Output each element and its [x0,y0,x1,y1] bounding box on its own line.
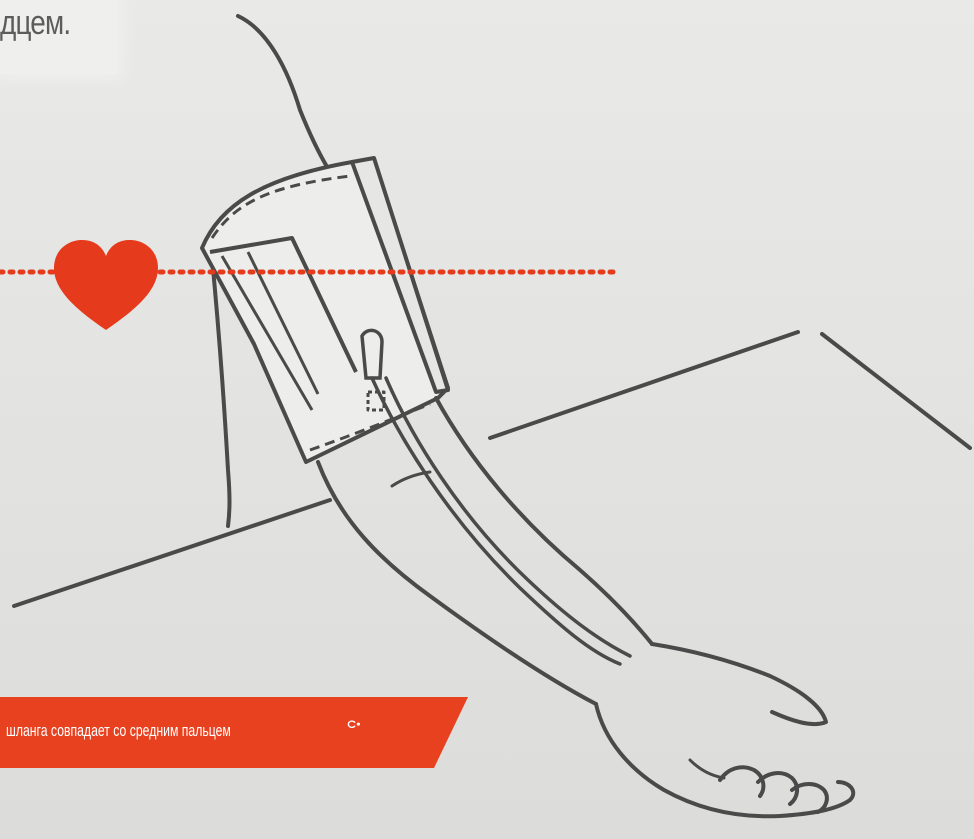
elbow-crease [392,472,430,486]
instruction-banner-text: шланга совпадает со средним пальцем [6,721,231,741]
hose-line-2 [386,378,630,656]
hand-back [652,644,826,724]
palm-contour [596,704,853,816]
heart-icon [54,240,158,330]
table-lines [14,332,970,606]
table-front-edge [14,500,330,606]
shoulder-line [238,16,334,178]
palm-crease [690,760,724,778]
upper-arm-back-line [212,258,230,526]
hose-line-1 [372,378,620,664]
forearm-upper-line [436,398,652,644]
blood-pressure-cuff [202,158,448,462]
table-back-edge-left [490,332,798,438]
instruction-step-mark: ပံ [340,714,362,734]
hose-connector [362,330,382,378]
table-back-edge-right [822,334,970,448]
